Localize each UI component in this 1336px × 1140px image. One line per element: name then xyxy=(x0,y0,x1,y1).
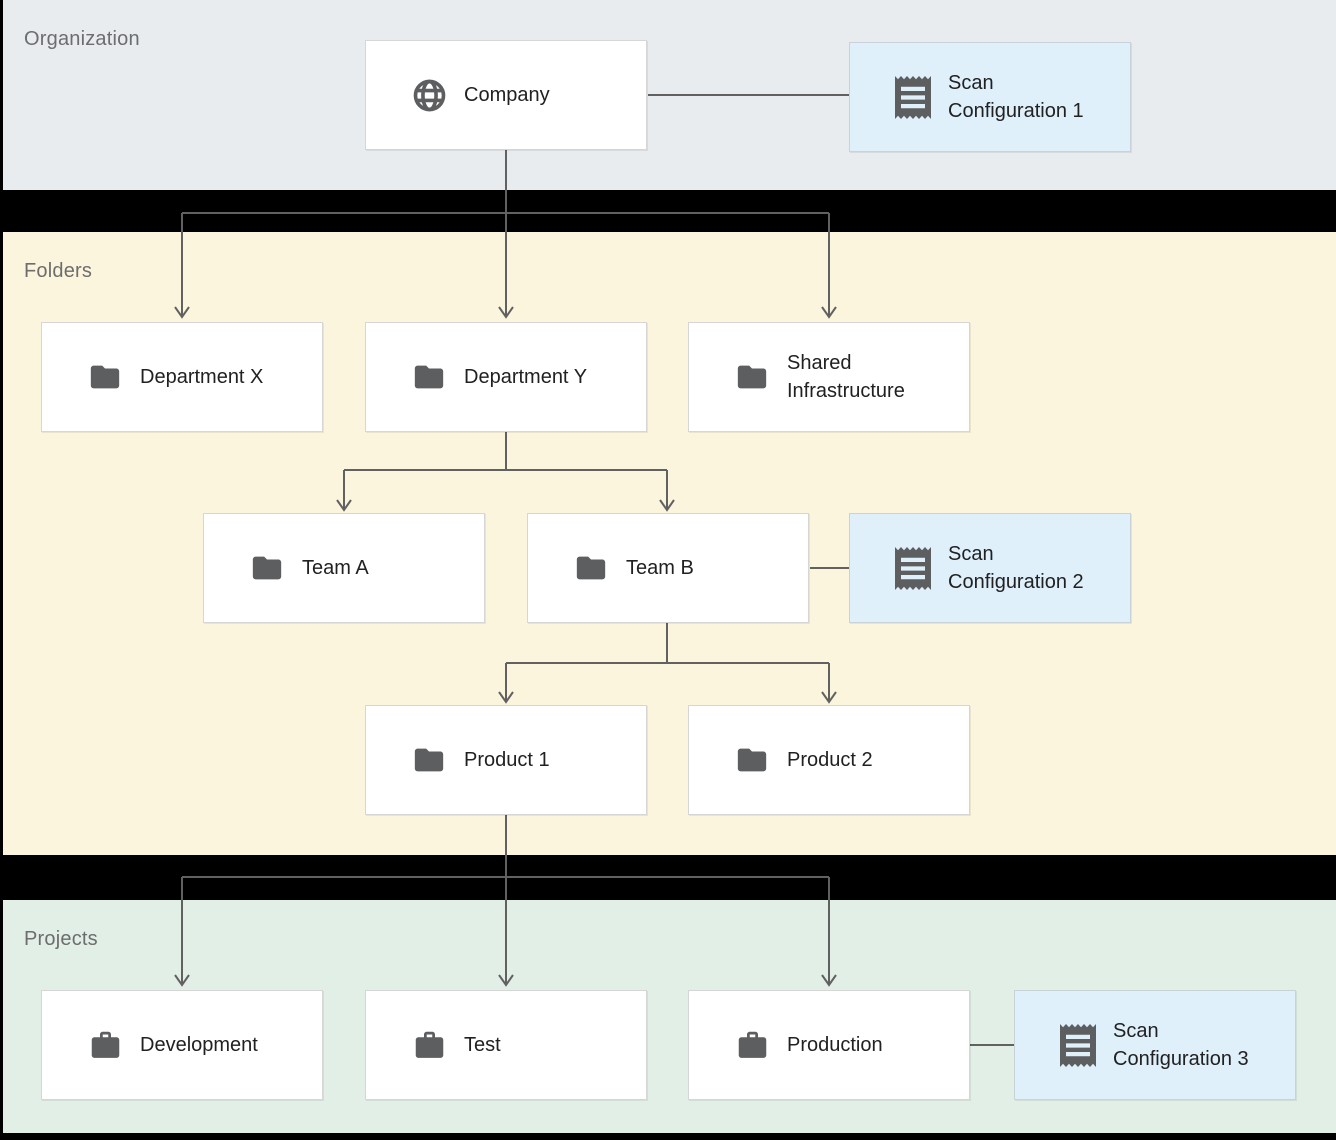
node-test: Test xyxy=(365,990,647,1100)
node-department-y: Department Y xyxy=(365,322,647,432)
node-label: Scan Configuration 1 xyxy=(948,72,1084,122)
receipt-icon xyxy=(894,75,932,119)
node-label: Team A xyxy=(302,557,369,579)
node-scan-configuration-2: Scan Configuration 2 xyxy=(849,513,1131,623)
node-company: Company xyxy=(365,40,647,150)
node-team-b: Team B xyxy=(527,513,809,623)
node-label: Department X xyxy=(140,366,264,388)
folders-section-label: Folders xyxy=(24,260,93,282)
projects-section-label: Projects xyxy=(24,928,98,950)
node-department-x: Department X xyxy=(41,322,323,432)
node-product-1: Product 1 xyxy=(365,705,647,815)
node-scan-configuration-3: Scan Configuration 3 xyxy=(1014,990,1296,1100)
node-label: Shared Infrastructure xyxy=(787,352,905,402)
organization-section xyxy=(3,0,1336,190)
node-label: Team B xyxy=(626,557,694,579)
node-label: Company xyxy=(464,84,550,106)
folder-icon xyxy=(86,360,124,394)
folder-icon xyxy=(410,743,448,777)
node-label: Scan Configuration 3 xyxy=(1113,1020,1249,1070)
node-development: Development xyxy=(41,990,323,1100)
node-label: Department Y xyxy=(464,366,588,388)
node-team-a: Team A xyxy=(203,513,485,623)
node-label: Test xyxy=(464,1034,501,1056)
globe-icon xyxy=(410,78,448,113)
organization-section-label: Organization xyxy=(24,28,140,50)
briefcase-icon xyxy=(410,1029,448,1062)
node-label: Scan Configuration 2 xyxy=(948,543,1084,593)
folder-icon xyxy=(733,360,771,394)
receipt-icon xyxy=(894,546,932,590)
node-production: Production xyxy=(688,990,970,1100)
folder-icon xyxy=(410,360,448,394)
folder-icon xyxy=(248,551,286,585)
briefcase-icon xyxy=(733,1029,771,1062)
node-label: Product 2 xyxy=(787,749,873,771)
folder-icon xyxy=(572,551,610,585)
receipt-icon xyxy=(1059,1023,1097,1067)
node-label: Production xyxy=(787,1034,883,1056)
node-product-2: Product 2 xyxy=(688,705,970,815)
briefcase-icon xyxy=(86,1029,124,1062)
folder-icon xyxy=(733,743,771,777)
node-scan-configuration-1: Scan Configuration 1 xyxy=(849,42,1131,152)
node-label: Product 1 xyxy=(464,749,550,771)
node-label: Development xyxy=(140,1034,258,1056)
node-shared-infrastructure: Shared Infrastructure xyxy=(688,322,970,432)
